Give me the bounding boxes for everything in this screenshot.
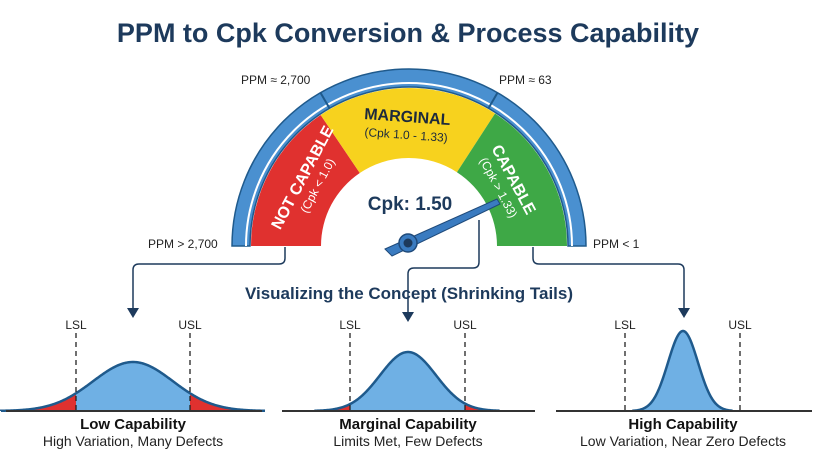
panel-title: Low Capability [80, 416, 187, 433]
arrow-down-icon [127, 308, 139, 318]
zone-label-marginal: MARGINAL [364, 106, 451, 129]
zone-capable [456, 113, 567, 246]
gauge-tick-63 [487, 92, 499, 109]
normal-curve-fill [315, 352, 501, 411]
panel-title: High Capability [628, 416, 738, 433]
gauge-inner-ring [245, 82, 573, 247]
ppm-low-label: PPM > 2,700 [148, 237, 218, 251]
cpk-reading: Cpk: 1.50 [368, 194, 452, 215]
ppm-boundary-left: PPM ≈ 2,700 [241, 73, 311, 87]
connector-low [132, 247, 286, 310]
arrow-down-icon [678, 308, 690, 318]
normal-curve-fill [1, 362, 265, 411]
lsl-label: LSL [65, 318, 87, 332]
defect-tail-right [465, 352, 501, 411]
panel-description: Low Variation, Near Zero Defects [580, 433, 786, 449]
zone-range-marginal: (Cpk 1.0 - 1.33) [364, 125, 448, 145]
lsl-label: LSL [614, 318, 636, 332]
gauge-tick-2700 [319, 92, 331, 109]
connector-marginal [407, 220, 480, 314]
defect-tail-left [315, 352, 350, 411]
defect-tail-left [1, 362, 76, 411]
panel-description: High Variation, Many Defects [43, 433, 223, 449]
normal-curve [632, 329, 733, 412]
page-title: PPM to Cpk Conversion & Process Capabili… [117, 18, 699, 48]
gauge: NOT CAPABLE (Cpk < 1.0) MARGINAL (Cpk 1.… [148, 68, 640, 257]
ppm-boundary-right: PPM ≈ 63 [499, 73, 552, 87]
usl-label: USL [728, 318, 752, 332]
gauge-outer-arc [231, 68, 587, 247]
connector-high [532, 247, 685, 310]
ppm-high-label: PPM < 1 [593, 237, 640, 251]
lsl-label: LSL [339, 318, 361, 332]
arrows [127, 308, 690, 322]
zone-not-capable [251, 115, 360, 247]
defect-tail-right [190, 362, 265, 411]
panel-title: Marginal Capability [339, 416, 477, 433]
section-subtitle: Visualizing the Concept (Shrinking Tails… [245, 284, 573, 303]
normal-curve [314, 350, 500, 412]
usl-label: USL [453, 318, 477, 332]
usl-label: USL [178, 318, 202, 332]
connectors [132, 220, 685, 314]
normal-curve-fill [633, 331, 733, 411]
panel-description: Limits Met, Few Defects [333, 433, 482, 449]
normal-curve [0, 360, 266, 413]
needle-pivot-center [403, 238, 413, 248]
arrow-down-icon [402, 312, 414, 322]
zone-marginal [320, 87, 496, 174]
